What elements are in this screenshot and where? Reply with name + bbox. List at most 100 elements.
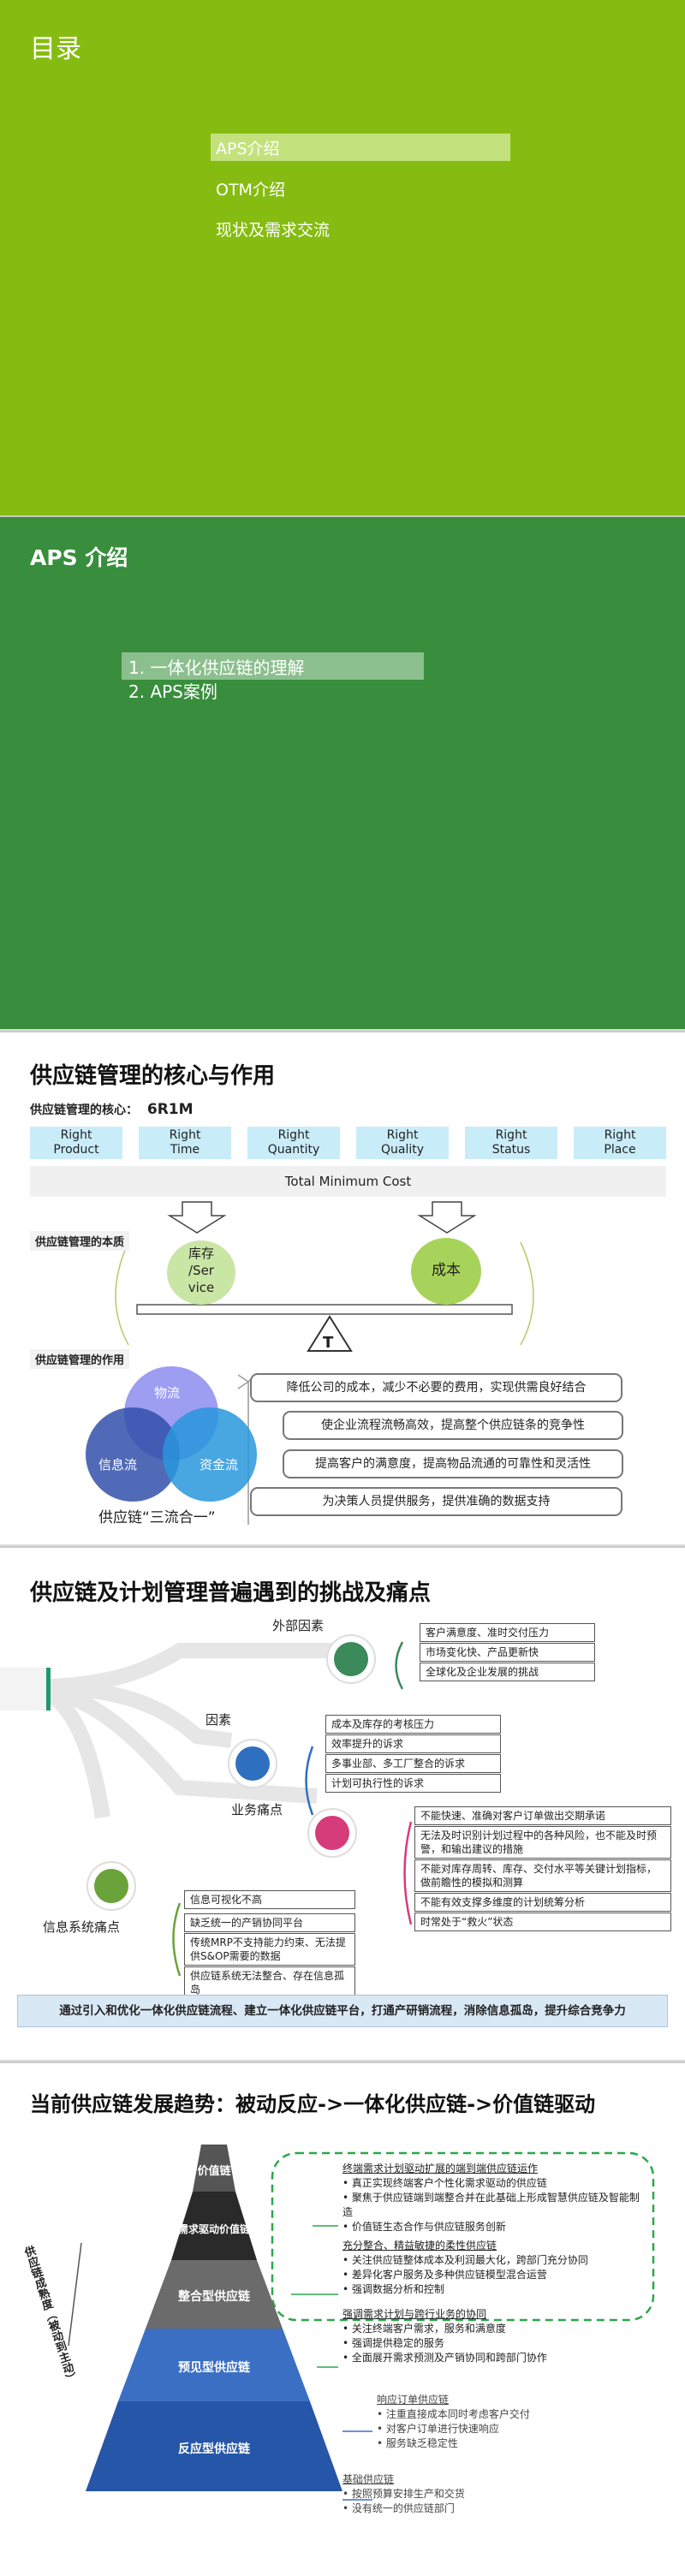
agenda-highlight <box>122 652 424 680</box>
challenge-item: 时常处于“救火”状态 <box>414 1913 671 1931</box>
challenge-road <box>0 1634 413 1977</box>
three-flows-caption: 供应链“三流合一” <box>98 1509 216 1526</box>
trend-item: • 注重直接成本同时考虑客户交付 <box>377 2408 530 2420</box>
cost-circle <box>411 1238 481 1305</box>
down-arrow-icon <box>417 1201 477 1234</box>
agenda-item-1[interactable]: 1. 一体化供应链的理解 <box>128 657 305 678</box>
challenge-item: 缺乏统一的产销协同平台 <box>184 1913 355 1932</box>
right-l2: Product <box>53 1143 99 1157</box>
group-name: 信息系统痛点 <box>43 1919 121 1935</box>
slide-challenges: 供应链及计划管理普遍遇到的挑战及痛点 外部因素 客户满意度、准时交付压力 市场变… <box>0 1546 685 2060</box>
toc-item-aps[interactable]: APS介绍 <box>216 140 280 158</box>
venn-capital <box>163 1407 257 1502</box>
trend-item: • 按照预算安排生产和交货 <box>342 2488 465 2500</box>
trend-item-text: 注重直接成本同时考虑客户交付 <box>385 2408 530 2420</box>
trend-item-text: 强调提供稳定的服务 <box>351 2337 444 2349</box>
right-l2: Status <box>491 1143 531 1157</box>
toc-item-otm[interactable]: OTM介绍 <box>216 181 285 199</box>
trend-block-1: 终端需求计划驱动扩展的端到端供应链运作 • 真正实现终端客户个性化需求驱动的供应… <box>342 2162 642 2234</box>
trend-head: 基础供应链 <box>342 2473 395 2485</box>
trend-item-text: 差异化客户服务及多种供应链模型混合运营 <box>351 2269 547 2281</box>
core-label: 供应链管理的核心： 6R1M <box>30 1101 194 1118</box>
trend-head: 终端需求计划驱动扩展的端到端供应链运作 <box>342 2163 539 2174</box>
challenge-item: 全球化及企业发展的挑战 <box>420 1663 595 1681</box>
trend-item: • 关注供应链整体成本及利润最大化，跨部门充分协同 <box>342 2254 588 2266</box>
slide-toc: 目录 APS介绍 OTM介绍 现状及需求交流 <box>0 0 685 515</box>
trend-item-text: 强调数据分析和控制 <box>351 2283 444 2295</box>
right-l2: Place <box>604 1143 636 1157</box>
fulcrum-triangle <box>307 1315 353 1352</box>
cost-text: 成本 <box>432 1262 461 1279</box>
right-l2: Quality <box>380 1143 425 1157</box>
challenge-item: 客户满意度、准时交付压力 <box>420 1623 595 1642</box>
challenge-item: 计划可执行性的诉求 <box>325 1774 501 1793</box>
role-label: 供应链管理的作用 <box>30 1349 130 1369</box>
level-integrated: 整合型供应链 <box>178 2290 250 2304</box>
trend-item-text: 全面展开需求预测及产销协同和跨部门协作 <box>351 2352 547 2364</box>
core-label-text: 供应链管理的核心： <box>30 1104 138 1117</box>
inventory-l2: /Ser <box>188 1263 214 1278</box>
slide-trend: 当前供应链发展趋势：被动反应->一体化供应链->价值链驱动 供应链成熟度（被动到… <box>0 2061 685 2576</box>
trend-block-2: 充分整合、精益敏捷的柔性供应链 • 关注供应链整体成本及利润最大化，跨部门充分协… <box>342 2239 642 2297</box>
trend-item: • 聚焦于供应链端到端整合并在此基础上形成智慧供应链及智能制造 <box>342 2192 640 2218</box>
fulcrum-label: T <box>323 1334 334 1352</box>
balance-beam <box>136 1304 513 1315</box>
bracket-icon <box>237 1374 250 1389</box>
trend-item: • 服务缺乏稳定性 <box>377 2437 458 2449</box>
right-l1: Right <box>604 1128 636 1142</box>
role-item: 为决策人员提供服务，提供准确的数据支持 <box>250 1487 622 1516</box>
role-item: 降低公司的成本，减少不必要的费用，实现供需良好结合 <box>250 1373 622 1402</box>
slide-title: 供应链管理的核心与作用 <box>30 1063 276 1089</box>
right-l1: Right <box>495 1128 527 1142</box>
slide-title: 供应链及计划管理普遍遇到的挑战及痛点 <box>30 1580 432 1606</box>
slide-title: APS 介绍 <box>30 545 128 570</box>
inventory-l3: vice <box>188 1280 215 1295</box>
trend-item-text: 聚焦于供应链端到端整合并在此基础上形成智慧供应链及智能制造 <box>342 2192 640 2218</box>
challenge-item: 成本及库存的考核压力 <box>325 1715 501 1734</box>
slide-aps-intro: APS 介绍 1. 一体化供应链的理解 2. APS案例 <box>0 515 685 1029</box>
challenge-item: 多事业部、多工厂整合的诉求 <box>325 1754 501 1773</box>
level-demand-driven: 需求驱动价值链 <box>177 2223 250 2235</box>
right-l2: Time <box>170 1143 200 1157</box>
right-l2: Quantity <box>267 1143 320 1157</box>
curve-left <box>115 1241 129 1346</box>
trend-item-text: 按照预算安排生产和交货 <box>351 2488 465 2500</box>
trend-item-text: 服务缺乏稳定性 <box>385 2437 458 2449</box>
challenge-item: 无法及时识别计划过程中的各种风险，也不能及时预警，和输出建议的措施 <box>414 1826 671 1859</box>
trend-head: 充分整合、精益敏捷的柔性供应链 <box>342 2240 497 2252</box>
group-name: 外部因素 <box>272 1618 325 1633</box>
venn-right-label: 资金流 <box>200 1457 239 1472</box>
toc-item-status[interactable]: 现状及需求交流 <box>216 221 331 240</box>
challenge-item: 不能有效支撑多维度的计划统筹分析 <box>414 1893 671 1912</box>
right-l1: Right <box>169 1128 201 1142</box>
trend-item-text: 没有统一的供应链部门 <box>351 2502 455 2514</box>
challenge-item: 不能快速、准确对客户订单做出交期承诺 <box>414 1806 671 1825</box>
inventory-l1: 库存 <box>188 1246 214 1261</box>
trend-item-text: 关注终端客户需求，服务和满意度 <box>351 2323 506 2335</box>
right-l1: Right <box>60 1128 92 1142</box>
level-predictive: 预见型供应链 <box>178 2361 250 2375</box>
trend-item: • 强调数据分析和控制 <box>342 2283 444 2295</box>
right-l1: Right <box>277 1128 310 1142</box>
trend-item-text: 关注供应链整体成本及利润最大化，跨部门充分协同 <box>351 2254 588 2266</box>
core-code: 6R1M <box>146 1101 194 1118</box>
curve-right <box>520 1241 534 1346</box>
trend-item: • 关注终端客户需求，服务和满意度 <box>342 2323 506 2335</box>
slide-title: 目录 <box>30 34 81 64</box>
venn-top-label: 物流 <box>154 1385 181 1401</box>
level-value-chain: 价值链 <box>197 2165 231 2178</box>
agenda-item-2[interactable]: 2. APS案例 <box>128 681 217 702</box>
role-item: 使企业流程流畅高效，提高整个供应链条的竞争性 <box>283 1411 623 1440</box>
total-minimum-cost: Total Minimum Cost <box>30 1166 666 1197</box>
trend-item: • 没有统一的供应链部门 <box>342 2502 455 2514</box>
group-name: 因素 <box>206 1712 232 1728</box>
summary-bar: 通过引入和优化一体化供应链流程、建立一体化供应链平台，打通产研销流程，消除信息孤… <box>17 1995 668 2027</box>
essence-label: 供应链管理的本质 <box>30 1231 130 1251</box>
group-name: 业务痛点 <box>231 1802 283 1817</box>
trend-item: • 强调提供稳定的服务 <box>342 2337 444 2349</box>
trend-item-text: 价值链生态合作与供应链服务创新 <box>351 2221 506 2233</box>
